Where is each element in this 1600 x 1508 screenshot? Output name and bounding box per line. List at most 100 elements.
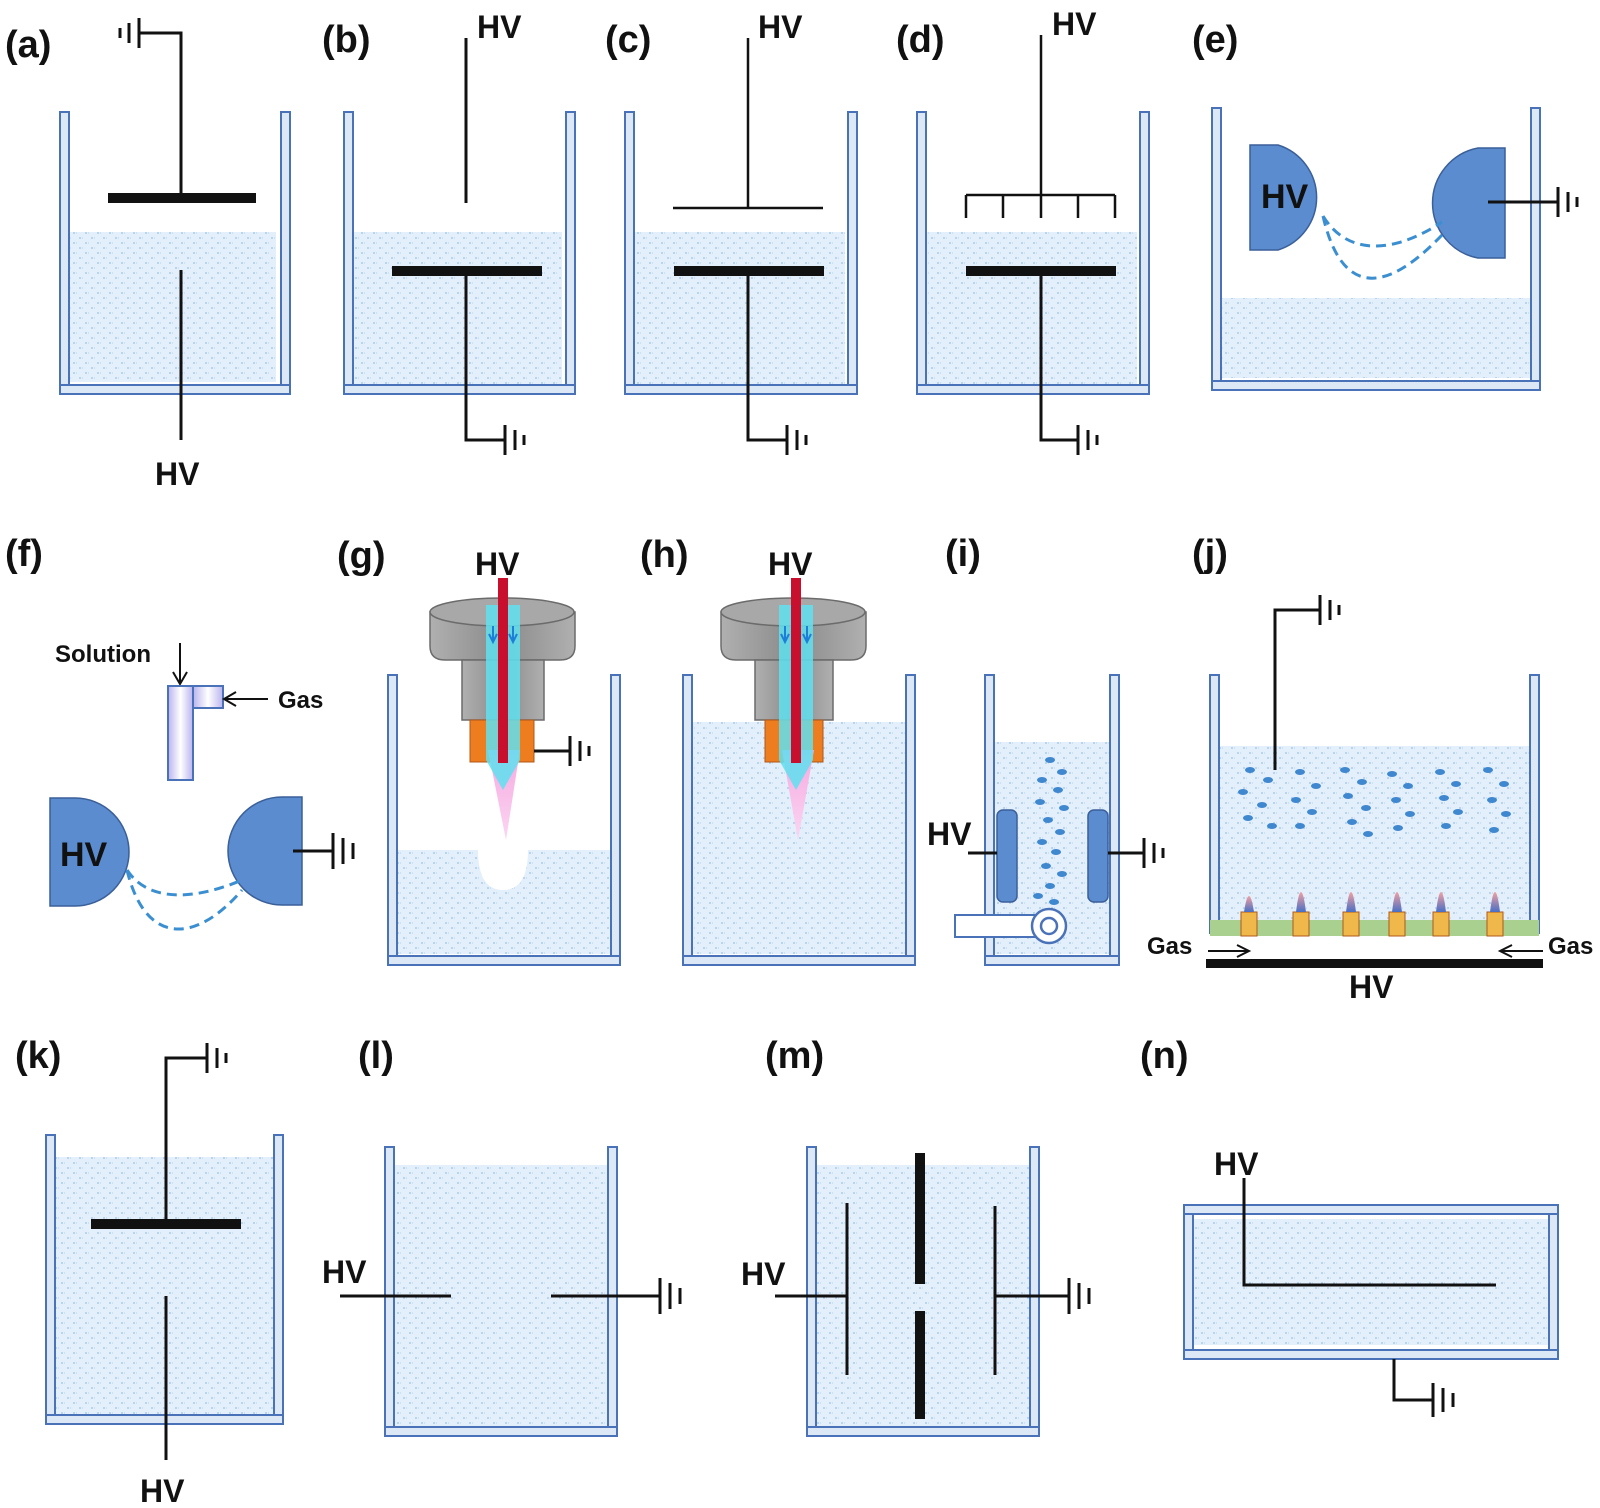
- hv-label: HV: [1052, 6, 1097, 42]
- ground-electrode-plate: [108, 193, 256, 203]
- substrate-layer: [1210, 920, 1539, 936]
- ground-symbol-icon: [568, 736, 591, 766]
- ground-wire: [746, 276, 787, 442]
- vessel: [984, 674, 1120, 966]
- ground-symbol-icon: [1076, 425, 1099, 455]
- ground-symbol-icon: [205, 1043, 228, 1073]
- microplasma-jet-array: [1240, 892, 1504, 937]
- hv-plate-electrode: [775, 1203, 849, 1375]
- hv-label: HV: [475, 546, 520, 582]
- ground-symbol-icon: [1556, 187, 1579, 217]
- vessel: [624, 111, 858, 395]
- hv-label: HV: [155, 456, 200, 492]
- submerged-plate-electrode: [674, 266, 824, 276]
- gas-right-arrow-icon: [1497, 944, 1543, 958]
- liquid: [1218, 746, 1531, 924]
- vessel: [1211, 107, 1541, 391]
- liquid: [1220, 298, 1531, 378]
- vessel: [682, 674, 916, 966]
- panel-f: (f) Solution Gas HV: [5, 533, 355, 931]
- dielectric-barrier-lower: [915, 1311, 925, 1419]
- panel-e: (e) HV: [1192, 19, 1579, 391]
- gas-arrow-icon: [222, 691, 268, 707]
- ground-symbol-icon: [785, 425, 808, 455]
- liquid: [352, 232, 562, 384]
- hv-rod-electrode: [791, 578, 801, 763]
- panel-label-j: (j): [1192, 533, 1228, 575]
- solution-label: Solution: [55, 641, 151, 668]
- hv-multi-pin-electrode: [964, 35, 1117, 218]
- ground-symbol-icon: [503, 425, 526, 455]
- solution-arrow-icon: [172, 643, 188, 686]
- nozzle-tube: [167, 685, 194, 781]
- ground-wire: [139, 31, 183, 193]
- panel-label-b: (b): [322, 19, 371, 61]
- liquid: [1192, 1219, 1550, 1345]
- ground-symbol-icon: [658, 1278, 682, 1314]
- ground-symbol-icon: [331, 833, 355, 869]
- hv-label: HV: [477, 9, 522, 45]
- hv-label: HV: [1349, 969, 1394, 1005]
- liquid: [925, 232, 1137, 384]
- vessel: [384, 1146, 618, 1437]
- hv-wire-electrode: [1242, 1178, 1496, 1287]
- vessel: [1183, 1204, 1559, 1360]
- hv-thin-plate-electrode: [673, 38, 823, 210]
- hv-bottom-electrode: [1206, 959, 1543, 968]
- hv-gliding-arc-electrode: [49, 797, 130, 907]
- panel-c: (c) HV: [605, 9, 858, 455]
- panel-j: (j): [1147, 533, 1593, 1005]
- panel-label-e: (e): [1192, 19, 1238, 61]
- panel-label-k: (k): [15, 1035, 61, 1077]
- ground-symbol-icon: [1067, 1278, 1091, 1314]
- ground-wire: [164, 1056, 207, 1219]
- hv-rod-electrode: [498, 578, 508, 763]
- ground-symbol-icon: [118, 18, 141, 48]
- liquid: [68, 232, 276, 382]
- submerged-plate-electrode: [392, 266, 542, 276]
- gas-left-label: Gas: [1147, 933, 1192, 960]
- ground-wire: [1039, 276, 1078, 442]
- hv-label: HV: [140, 1473, 185, 1508]
- vessel: [806, 1146, 1040, 1437]
- hv-label: HV: [1261, 178, 1309, 216]
- panel-label-l: (l): [358, 1035, 394, 1077]
- panel-label-h: (h): [640, 534, 689, 576]
- hv-label: HV: [741, 1256, 786, 1292]
- hv-label: HV: [60, 836, 108, 874]
- panel-b: (b) HV: [322, 9, 576, 455]
- ground-plate-electrode: [993, 1206, 1069, 1375]
- vessel: [343, 111, 576, 395]
- panel-label-a: (a): [5, 24, 51, 66]
- ground-electrode-plate: [91, 1219, 241, 1229]
- gas-inlet-tube: [192, 685, 224, 709]
- ground-symbol-icon: [1318, 595, 1341, 625]
- gliding-arc-discharge: [1321, 215, 1444, 280]
- gas-left-arrow-icon: [1208, 944, 1252, 958]
- panel-h: (h) HV: [640, 534, 916, 966]
- hv-label: HV: [1214, 1146, 1259, 1182]
- hv-electrode: [996, 809, 1018, 903]
- hv-label: HV: [768, 546, 813, 582]
- liquid: [633, 232, 845, 384]
- panel-i: (i) HV: [927, 533, 1165, 966]
- panel-label-d: (d): [896, 19, 945, 61]
- panel-d: (d) HV: [896, 6, 1150, 455]
- panel-label-c: (c): [605, 19, 651, 61]
- gas-label: Gas: [278, 687, 323, 714]
- panel-m: (m) HV: [741, 1035, 1091, 1437]
- panel-l: (l) HV: [322, 1035, 682, 1437]
- hv-label: HV: [322, 1254, 367, 1290]
- vessel: [916, 111, 1150, 395]
- panel-label-n: (n): [1140, 1035, 1189, 1077]
- vessel: [387, 674, 621, 966]
- panel-label-m: (m): [765, 1035, 824, 1077]
- liquid-surface-dimple: [478, 850, 528, 890]
- panel-label-f: (f): [5, 533, 43, 575]
- vessel: [59, 111, 291, 395]
- panel-k: (k) HV: [15, 1035, 284, 1508]
- panel-g: (g) HV: [337, 535, 621, 966]
- ground-gliding-arc-electrode: [1431, 147, 1506, 259]
- panel-n: (n) HV: [1140, 1035, 1559, 1417]
